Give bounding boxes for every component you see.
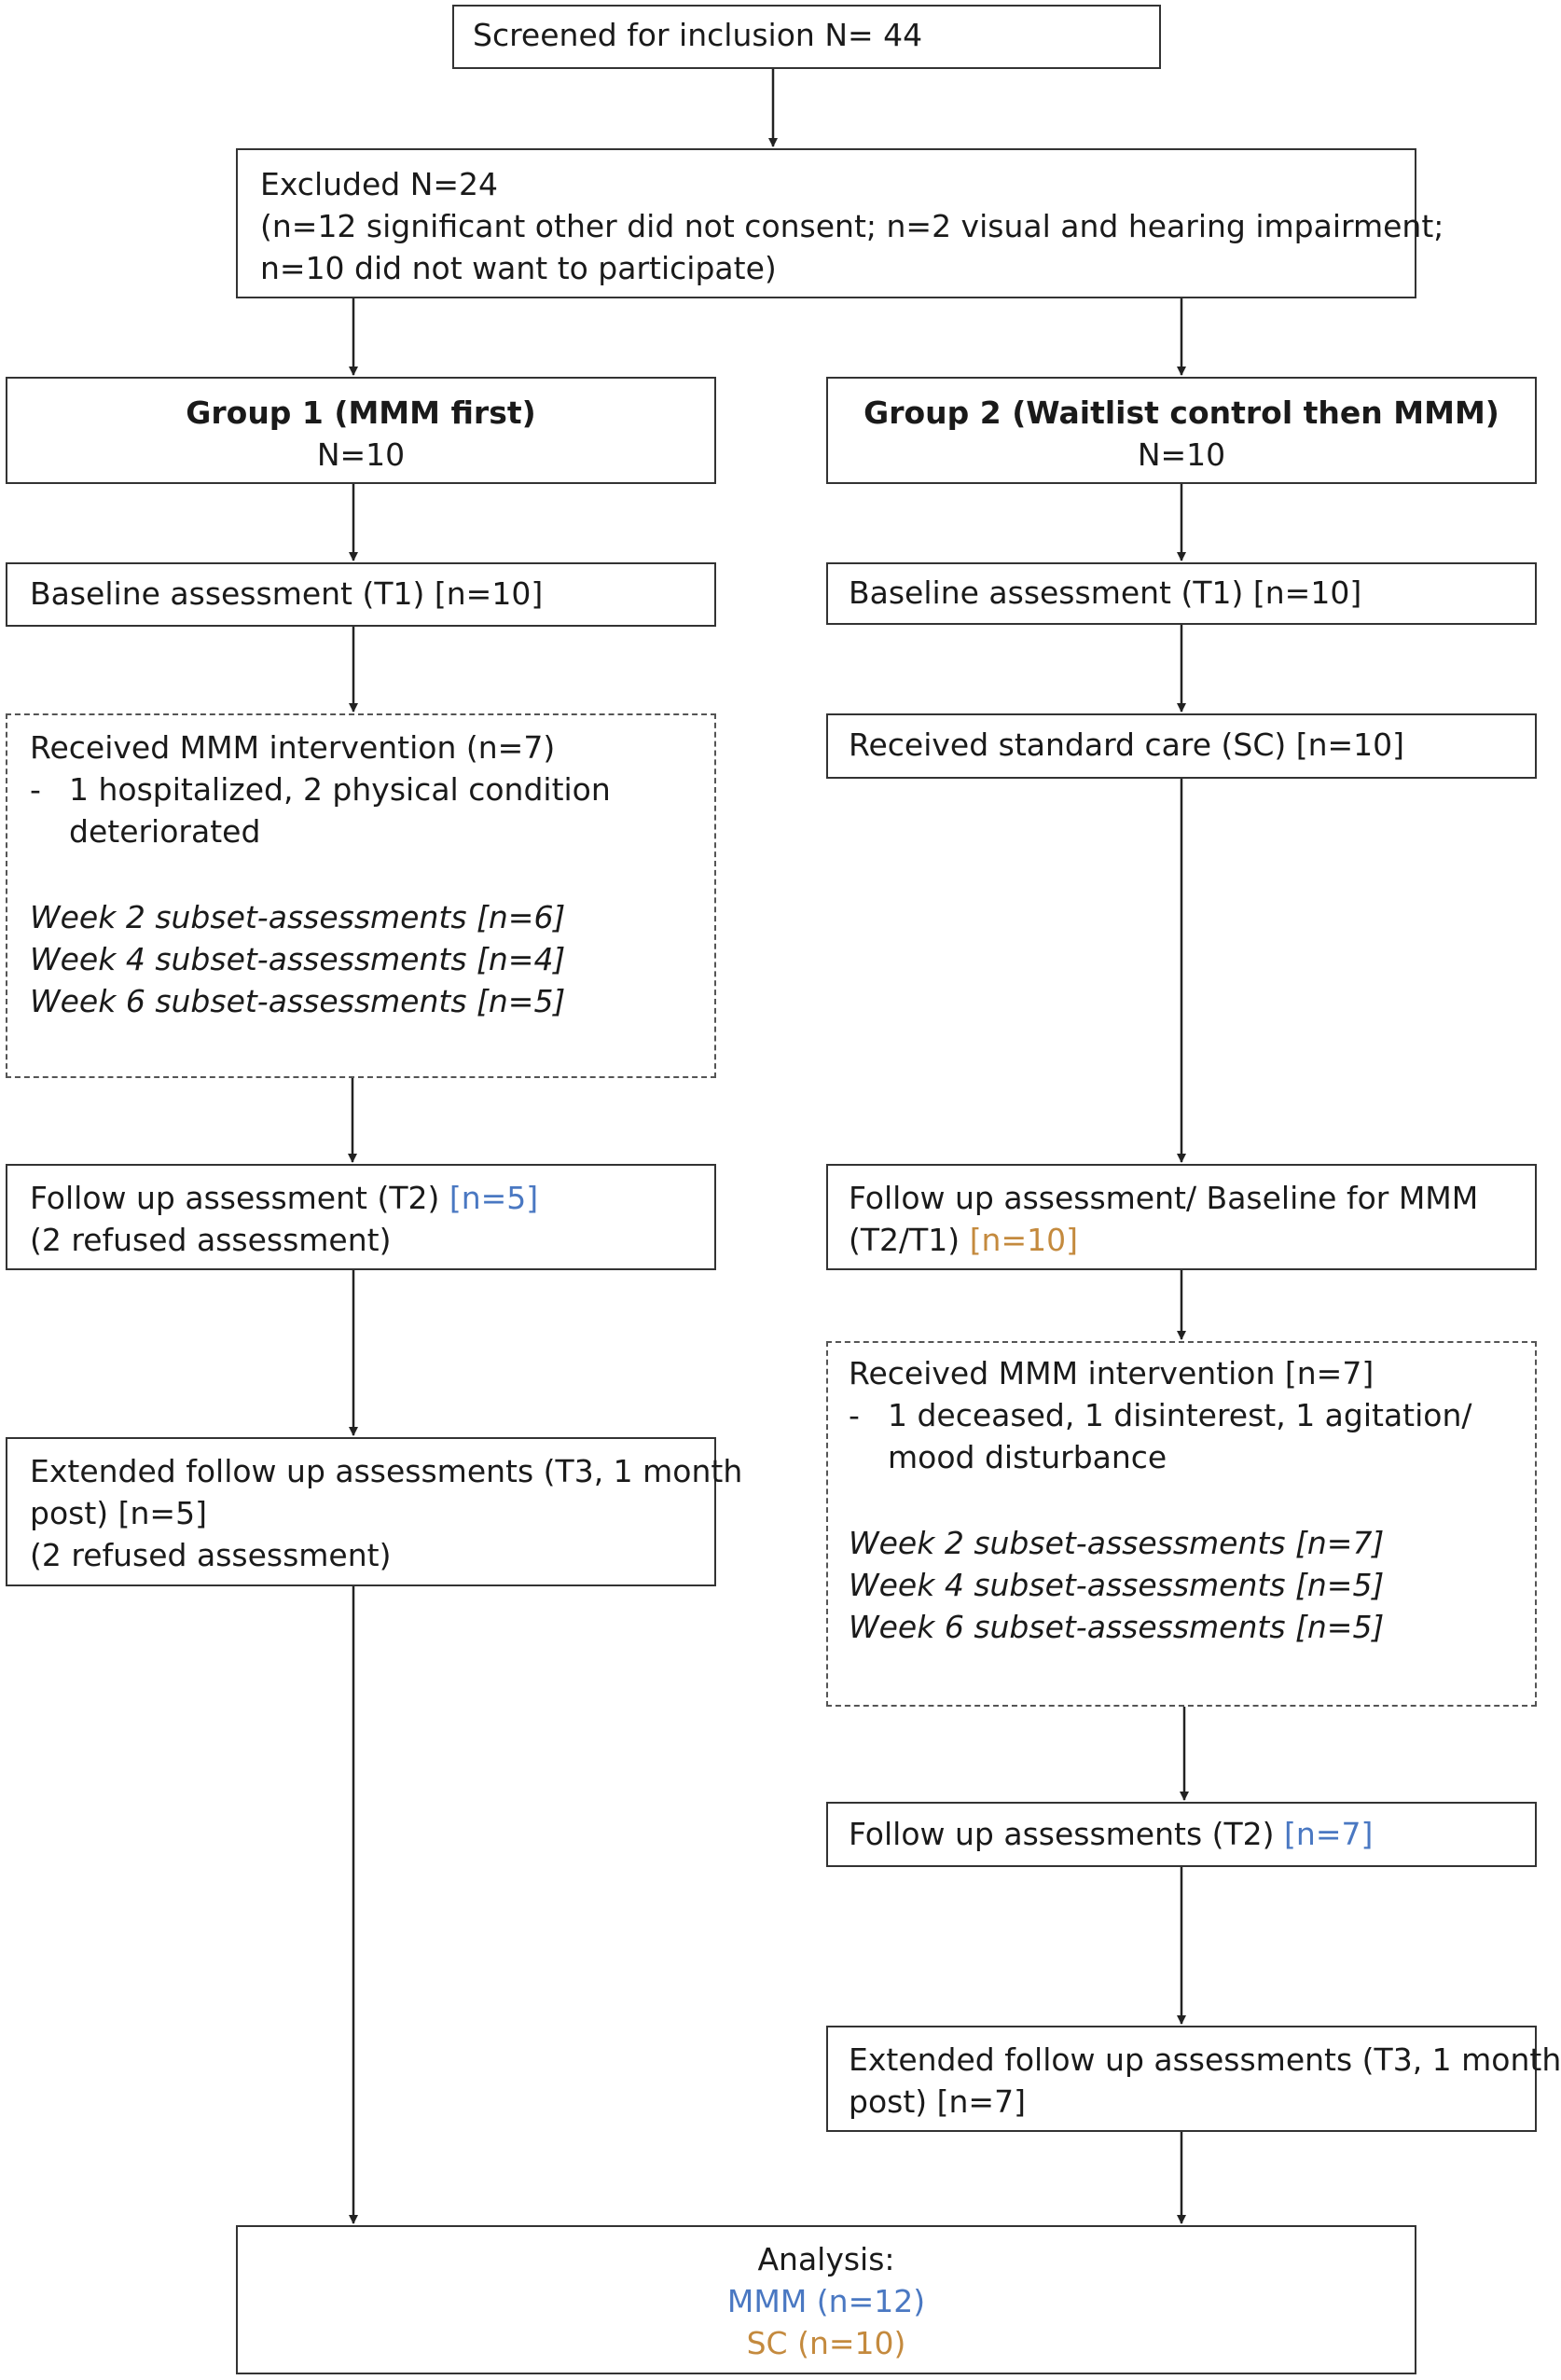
excluded-reasons-line1: (n=12 significant other did not consent;… — [260, 208, 1444, 244]
analysis-box: Analysis: MMM (n=12) SC (n=10) — [236, 2225, 1416, 2374]
group2-standard-care-text: Received standard care (SC) [n=10] — [849, 726, 1405, 763]
group2-week6-assessment: Week 6 subset-assessments [n=5] — [849, 1609, 1385, 1645]
group2-header-box: Group 2 (Waitlist control then MMM) N=10 — [826, 377, 1537, 484]
excluded-reasons-line2: n=10 did not want to participate) — [260, 250, 777, 286]
group1-followup-box: Follow up assessment (T2) [n=5] (2 refus… — [6, 1164, 716, 1270]
group2-standard-care-box: Received standard care (SC) [n=10] — [826, 713, 1537, 779]
analysis-sc: SC (n=10) — [746, 2325, 906, 2361]
group2-extended-line2: post) [n=7] — [849, 2083, 1026, 2120]
group1-week2-assessment: Week 2 subset-assessments [n=6] — [30, 899, 566, 935]
group2-followup-baseline-line1: Follow up assessment/ Baseline for MMM — [849, 1180, 1479, 1216]
group2-title: Group 2 (Waitlist control then MMM) — [863, 394, 1499, 431]
group2-intervention-title: Received MMM intervention [n=7] — [849, 1355, 1375, 1391]
group2-week2-assessment: Week 2 subset-assessments [n=7] — [849, 1525, 1385, 1561]
group1-extended-line2: post) [n=5] — [30, 1495, 207, 1531]
group1-week6-assessment: Week 6 subset-assessments [n=5] — [30, 983, 566, 1019]
group1-n: N=10 — [316, 436, 406, 473]
group2-intervention-box: Received MMM intervention [n=7] 1 deceas… — [826, 1341, 1537, 1707]
group2-followup-line: Follow up assessments (T2) [n=7] — [849, 1813, 1514, 1855]
group2-baseline-box: Baseline assessment (T1) [n=10] — [826, 562, 1537, 625]
group2-intervention-note: 1 deceased, 1 disinterest, 1 agitation/ — [849, 1394, 1514, 1436]
screened-box: Screened for inclusion N= 44 — [452, 5, 1161, 69]
group2-followup-baseline-line2-wrap: (T2/T1) [n=10] — [849, 1219, 1514, 1261]
group2-week4-assessment: Week 4 subset-assessments [n=5] — [849, 1567, 1385, 1603]
group1-followup-n: [n=5] — [449, 1180, 539, 1216]
group1-title: Group 1 (MMM first) — [186, 394, 536, 431]
screened-text: Screened for inclusion N= 44 — [473, 17, 923, 53]
group1-intervention-note: 1 hospitalized, 2 physical condition — [30, 768, 692, 810]
group1-baseline-text: Baseline assessment (T1) [n=10] — [30, 575, 544, 612]
excluded-title: Excluded N=24 — [260, 166, 499, 202]
group1-followup-note: (2 refused assessment) — [30, 1222, 392, 1258]
analysis-mmm: MMM (n=12) — [726, 2283, 926, 2319]
group1-intervention-note-cont: deteriorated — [69, 813, 261, 850]
group2-followup-baseline-box: Follow up assessment/ Baseline for MMM (… — [826, 1164, 1537, 1270]
group1-followup-line: Follow up assessment (T2) [n=5] — [30, 1177, 692, 1219]
group2-extended-box: Extended follow up assessments (T3, 1 mo… — [826, 2026, 1561, 2132]
group2-n: N=10 — [1137, 436, 1226, 473]
group1-week4-assessment: Week 4 subset-assessments [n=4] — [30, 941, 566, 977]
group1-header-box: Group 1 (MMM first) N=10 — [6, 377, 716, 484]
group1-intervention-title: Received MMM intervention (n=7) — [30, 729, 556, 766]
group2-followup-baseline-line2: (T2/T1) — [849, 1222, 960, 1258]
group1-extended-line3: (2 refused assessment) — [30, 1537, 392, 1573]
group2-followup-n: [n=7] — [1284, 1816, 1374, 1852]
group2-baseline-text: Baseline assessment (T1) [n=10] — [849, 574, 1362, 611]
group2-extended-line1: Extended follow up assessments (T3, 1 mo… — [849, 2041, 1561, 2078]
group1-extended-line1: Extended follow up assessments (T3, 1 mo… — [30, 1453, 743, 1489]
group1-intervention-box: Received MMM intervention (n=7) 1 hospit… — [6, 713, 716, 1078]
group1-extended-box: Extended follow up assessments (T3, 1 mo… — [6, 1437, 743, 1586]
group2-followup-box: Follow up assessments (T2) [n=7] — [826, 1802, 1537, 1867]
group1-baseline-box: Baseline assessment (T1) [n=10] — [6, 562, 716, 627]
group2-followup-baseline-n: [n=10] — [969, 1222, 1078, 1258]
group1-followup-text: Follow up assessment (T2) — [30, 1180, 440, 1216]
group2-followup-text: Follow up assessments (T2) — [849, 1816, 1275, 1852]
group2-intervention-note-cont: mood disturbance — [888, 1439, 1167, 1475]
excluded-box: Excluded N=24 (n=12 significant other di… — [236, 148, 1444, 298]
analysis-title: Analysis: — [757, 2241, 895, 2277]
